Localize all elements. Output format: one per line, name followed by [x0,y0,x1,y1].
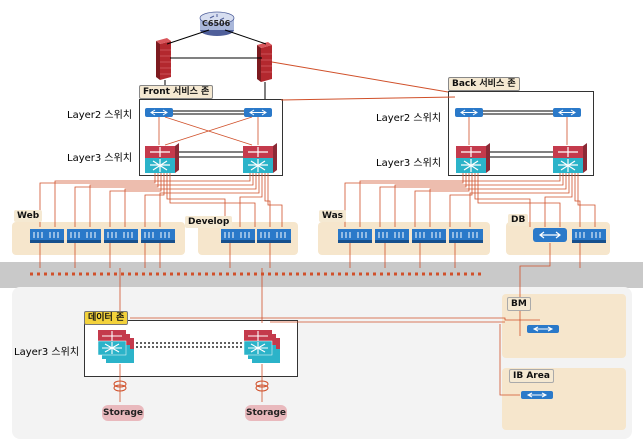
front-distribution-links [39,173,283,227]
front-l2-label: Layer2 스위치 [67,110,133,121]
router-icon [199,11,235,36]
front-l2-switches [145,108,272,146]
core-links [164,29,267,99]
storage-left: Storage [102,405,144,421]
back-zone-title: Back 서비스 존 [448,77,520,91]
db-zone-label: DB [508,214,529,226]
back-l2-switches [455,108,581,145]
back-l3-switch-left [456,143,490,173]
data-l3-interlink [136,342,244,348]
develop-zone-label: Develop [185,216,233,228]
front-l3-interlink [179,151,243,158]
front-l3-switch-right [243,143,277,173]
firewall-left-icon [156,38,171,80]
web-zone-label: Web [14,210,43,222]
bm-label: BM [507,297,531,311]
access-switches [30,228,606,243]
ib-area-label: IB Area [509,369,554,383]
ib-switch-icon [521,391,553,399]
db-uplink [519,243,551,336]
data-l3-label: Layer3 스위치 [14,347,80,358]
router-label: C6506 [202,19,231,28]
bm-switch-icon [527,325,559,333]
storage-links [113,364,269,402]
front-zone-title: Front 서비스 존 [139,85,214,99]
front-l3-label: Layer3 스위치 [67,153,133,164]
front-l3-switch-left [145,143,179,173]
data-zone-links [119,268,540,396]
back-l2-label: Layer2 스위치 [376,113,442,124]
data-l3-switch-right [243,330,280,363]
storage-right: Storage [245,405,287,421]
back-l3-switch-right [553,143,587,173]
server-downlinks [39,243,581,268]
was-zone-label: Was [319,210,347,222]
data-l3-switch-left [97,330,134,363]
back-l3-label: Layer3 스위치 [376,158,442,169]
back-l3-interlink [490,151,553,158]
firewall-right-icon [257,42,272,82]
front-back-links [271,61,456,101]
data-zone-title: 데이터 존 [84,311,129,325]
back-distribution-links [344,173,596,227]
